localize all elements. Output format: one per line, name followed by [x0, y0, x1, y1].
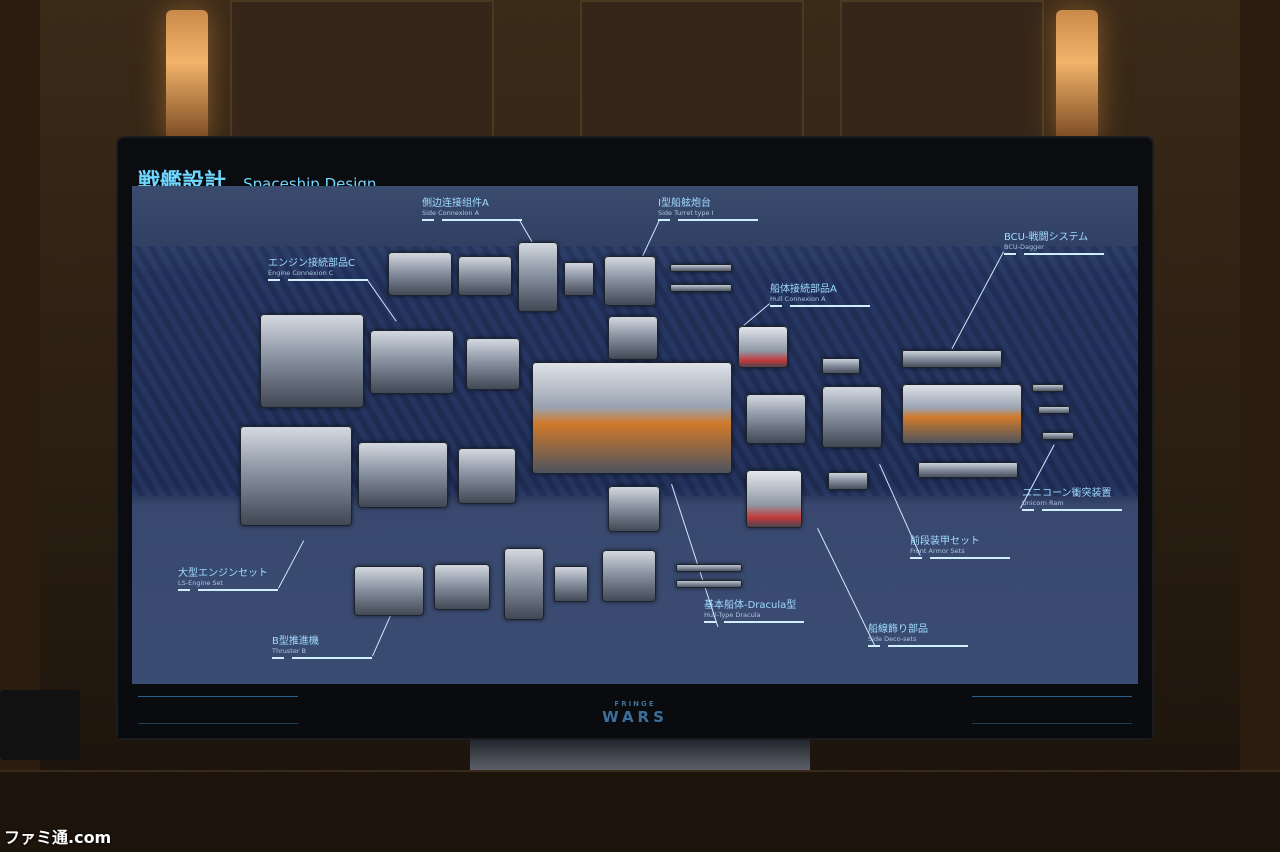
part-side-turret: [602, 550, 656, 602]
leader-line: [817, 528, 875, 646]
part-engine-connexion: [370, 330, 454, 394]
label-side-turret: I型船舷炮台 Side Turret type I: [658, 194, 758, 221]
television: 戦艦設計 Spaceship Design 側边连接组件A Side Conne…: [118, 138, 1152, 738]
part-side-connexion: [564, 262, 594, 296]
part-side-turret: [676, 580, 742, 588]
part-ls-engine: [240, 426, 352, 526]
part-side-turret: [604, 256, 656, 306]
circuit-deco-right: [972, 696, 1132, 724]
part-bcu-dagger: [918, 462, 1018, 478]
leader-line: [278, 540, 305, 589]
part-unicorn-ram: [1038, 406, 1070, 414]
label-hull-type: 基本船体-Dracula型 Hull-Type Dracula: [704, 596, 804, 623]
part-engine-connexion: [358, 442, 448, 508]
part-thruster: [434, 564, 490, 610]
label-front-armor: 前段装甲セット Front Armor Sets: [910, 532, 1010, 559]
label-unicorn-ram: ユニコーン衝突装置 Unicorn Ram: [1022, 484, 1122, 511]
wall-panel: [580, 0, 804, 144]
famitsu-watermark: ファミ通.com: [4, 828, 112, 847]
part-ls-engine: [260, 314, 364, 408]
label-side-connexion: 側边连接组件A Side Connexion A: [422, 194, 522, 221]
label-thruster: B型推進機 Thruster B: [272, 632, 372, 659]
part-side-turret: [670, 284, 732, 292]
tv-table: [0, 770, 1280, 852]
part-front-armor: [746, 394, 806, 444]
part-small-connector: [828, 472, 868, 490]
leader-line: [372, 610, 394, 657]
part-side-connexion: [504, 548, 544, 620]
part-bcu-dagger: [902, 350, 1002, 368]
part-side-deco: [746, 470, 802, 528]
part-hull-connexion: [608, 486, 660, 532]
part-hull-dracula: [532, 362, 732, 474]
wall-lamp-right: [1056, 10, 1098, 140]
right-wall: [1240, 0, 1280, 850]
part-front-armor-large: [902, 384, 1022, 444]
wall-panel: [230, 0, 494, 144]
part-thruster: [466, 338, 520, 390]
part-unicorn-ram: [1042, 432, 1074, 440]
tv-bezel: FRINGE WARS: [118, 684, 1152, 738]
leader-line: [671, 484, 719, 627]
part-engine-connexion: [458, 256, 512, 296]
screen: 側边连接组件A Side Connexion A I型船舷炮台 Side Tur…: [132, 186, 1138, 686]
part-side-turret: [670, 264, 732, 272]
label-bcu: BCU-戦闘システム BCU-Dagger: [1004, 228, 1104, 255]
part-thruster: [458, 448, 516, 504]
part-thruster: [354, 566, 424, 616]
part-front-armor: [822, 386, 882, 448]
part-engine-connexion: [388, 252, 452, 296]
part-hull-connexion: [738, 326, 788, 368]
part-unicorn-ram: [1032, 384, 1064, 392]
game-console: [0, 690, 80, 760]
label-side-deco: 船線飾り部品 Side Deco-sets: [868, 620, 968, 647]
part-hull-connexion: [608, 316, 658, 360]
part-side-connexion: [518, 242, 558, 312]
wall-lamp-left: [166, 10, 208, 140]
wall-panel: [840, 0, 1044, 144]
part-side-connexion: [554, 566, 588, 602]
fringe-wars-logo: FRINGE WARS: [602, 700, 668, 726]
part-small-connector: [822, 358, 860, 374]
label-hull-connexion: 船体接続部品A Hull Connexion A: [770, 280, 870, 307]
label-ls-engine: 大型エンジンセット LS-Engine Set: [178, 564, 278, 591]
circuit-deco-left: [138, 696, 298, 724]
part-side-turret: [676, 564, 742, 572]
label-engine-connexion: エンジン接続部品C Engine Connexion C: [268, 254, 368, 281]
